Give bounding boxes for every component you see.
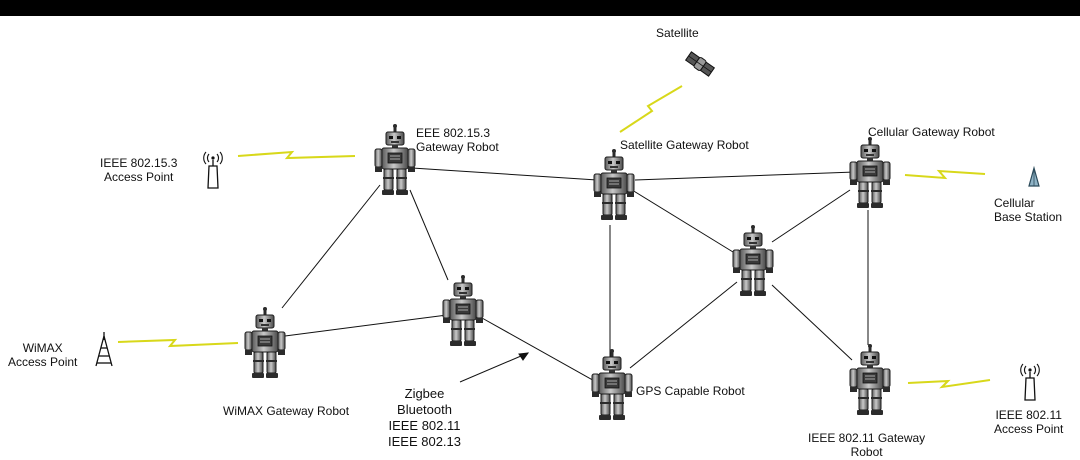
ieee-802-15-3-access-point-label: IEEE 802.15.3 Access Point <box>100 156 178 184</box>
radio-tower-icon <box>95 332 113 367</box>
robot-icon-ieee-802-15-3-gateway <box>374 123 416 196</box>
wimax-access-point-label: WiMAX Access Point <box>8 341 78 369</box>
link-80215-to-middle-robot <box>409 189 449 281</box>
wireless-access-point-icon <box>1020 363 1040 401</box>
wireless-access-point-icon <box>203 151 223 189</box>
link-center-robot-to-80211-gw <box>771 284 853 361</box>
top-black-bar <box>0 0 1080 16</box>
robot-icon-center <box>732 224 774 297</box>
link-80215-to-satellite-gw <box>411 167 598 181</box>
lightning-bolt-icon <box>907 379 991 389</box>
satellite-icon <box>684 51 716 77</box>
link-satellite-gw-to-cellular-gw <box>634 171 856 181</box>
robot-icon-cellular-gateway <box>849 136 891 209</box>
lightning-bolt-icon <box>237 150 356 160</box>
link-center-robot-to-cellular-gw <box>771 189 851 243</box>
lightning-bolt-icon <box>117 338 239 348</box>
link-satellite-gw-to-center-robot <box>631 189 734 253</box>
lightning-bolt-icon <box>619 85 683 133</box>
cellular-gateway-robot-label: Cellular Gateway Robot <box>868 125 995 139</box>
arrow-head <box>518 352 530 361</box>
link-wimax-gw-to-middle-robot <box>284 314 448 337</box>
wimax-gateway-robot-label: WiMAX Gateway Robot <box>223 404 350 418</box>
robot-icon-satellite-gateway <box>593 148 635 221</box>
robot-icon-wimax-gateway <box>244 306 286 379</box>
robot-icon-middle <box>442 274 484 347</box>
ieee-802-11-access-point-label: IEEE 802.11 Access Point <box>994 408 1064 436</box>
link-middle-robot-to-gps <box>481 317 599 384</box>
robot-icon-ieee-802-11-gateway <box>849 343 891 416</box>
ieee-802-11-gateway-robot-label: IEEE 802.11 Gateway Robot <box>808 431 926 459</box>
wireless-links <box>117 85 991 389</box>
satellite-gateway-robot-label: Satellite Gateway Robot <box>620 138 749 152</box>
cell-tower-icon <box>1028 165 1040 187</box>
satellite-label: Satellite <box>656 26 699 40</box>
network-links <box>281 167 869 384</box>
cellular-base-station-label: Cellular Base Station <box>994 196 1063 224</box>
robot-icon-gps-capable <box>591 348 633 421</box>
gps-capable-robot-label: GPS Capable Robot <box>636 384 745 398</box>
protocol-pointer-arrow <box>459 352 529 383</box>
protocols-label: Zigbee Bluetooth IEEE 802.11 IEEE 802.13 <box>388 386 461 449</box>
link-80215-to-wimax-gw <box>281 184 381 309</box>
lightning-bolt-icon <box>904 169 986 180</box>
ieee-802-15-3-gateway-robot-label: EEE 802.15.3 Gateway Robot <box>416 126 499 154</box>
link-gps-to-center-robot <box>629 281 738 369</box>
